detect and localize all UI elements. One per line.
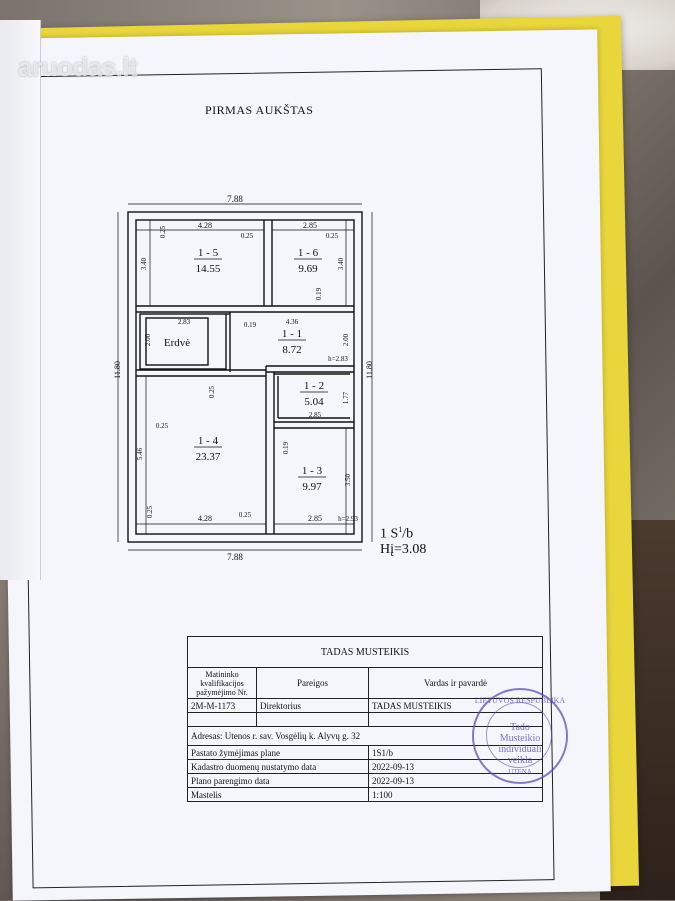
room-12-id: 1 - 2 [304, 380, 324, 392]
dim-top-left: 4.28 [198, 221, 212, 230]
empty-cell [187, 712, 257, 727]
scale-building-suffix: /b [402, 526, 414, 542]
room-15-area: 14.55 [196, 263, 221, 275]
title-block: TADAS MUSTEIKIS Matininko kvalifikacijos… [187, 636, 543, 802]
stamp-line: veikla [507, 755, 533, 766]
dim-wall-i: 0.19 [244, 321, 257, 329]
dim-width-erdve: 2.83 [178, 318, 191, 326]
outer-wall-inner [135, 219, 355, 535]
stamp-line: Musteikio [499, 733, 541, 744]
room-11-id: 1 - 1 [282, 328, 302, 340]
room-erdve-label: Erdvė [164, 337, 190, 349]
stamp-bottom-text: UTENA [508, 768, 532, 776]
row-label: Plano parengimo data [187, 773, 369, 788]
dim-height-14: 5.46 [136, 447, 144, 460]
dim-height-13: h=2.93 [338, 515, 358, 523]
dim-room-height-11: h=2.83 [328, 355, 348, 363]
cert-header: Matininko kvalifikacijos pažymėjimo Nr. [187, 667, 257, 699]
room-13-area: 9.97 [302, 481, 322, 493]
room-11-area: 8.72 [282, 344, 301, 356]
room-12-area: 5.04 [304, 396, 324, 408]
dim-wall-g: 0.25 [239, 511, 252, 519]
dim-top-right: 2.85 [303, 221, 317, 230]
cert-number: 2M-M-1173 [187, 698, 257, 713]
dim-left-total: 11.80 [113, 361, 122, 379]
room-16-area: 9.69 [298, 263, 318, 275]
scale-height: Hį=3.08 [380, 541, 427, 557]
room-15-id: 1 - 5 [198, 247, 219, 259]
outer-wall-outer [127, 211, 363, 543]
position-value: Direktorius [256, 698, 369, 713]
row-label: Mastelis [187, 787, 369, 802]
dim-height-erdve: 2.00 [144, 333, 152, 346]
plan-title: PIRMAS AUKŠTAS [205, 103, 314, 117]
stamp-line: Tado [510, 722, 530, 733]
row-value: 1:100 [368, 787, 543, 802]
dim-height-11: 2.00 [342, 333, 350, 346]
company-name: TADAS MUSTEIKIS [187, 636, 543, 668]
floor-plan: 7.88 7.88 11.80 11.80 4.28 2.85 4.28 2.8… [113, 194, 374, 560]
position-header: Pareigos [256, 667, 369, 699]
dim-wall-b: 0.25 [241, 232, 254, 240]
row-label: Pastato žymėjimas plane [187, 745, 369, 760]
stamp-center-text: Tado Musteikio individuali veikla [474, 722, 566, 766]
dim-height-15: 3.40 [140, 257, 148, 270]
dim-right-total: 11.80 [365, 361, 374, 379]
dim-height-12: 1.77 [342, 391, 350, 404]
official-stamp: LIETUVOS RESPUBLIKA Tado Musteikio indiv… [472, 688, 568, 784]
dim-height-13-side: 3.50 [344, 473, 352, 486]
empty-cell [256, 712, 369, 727]
dim-wall-e: 0.25 [156, 422, 169, 430]
dim-bottom-right: 2.85 [308, 514, 322, 523]
dim-top-total: 7.88 [227, 194, 243, 204]
dim-wall-f: 0.25 [146, 505, 154, 518]
room-16-id: 1 - 6 [298, 247, 319, 259]
row-label: Kadastro duomenų nustatymo data [187, 759, 369, 774]
dim-wall-c: 0.25 [326, 232, 339, 240]
stamp-line: individuali [498, 744, 542, 755]
previous-page-edge [0, 20, 41, 580]
dim-bottom-total: 7.88 [227, 552, 243, 560]
dim-height-16: 3.40 [337, 257, 345, 270]
room-14-id: 1 - 4 [198, 435, 219, 447]
scale-building-code: 1 S [380, 526, 399, 542]
building-scale-label: 1 S1/b Hį=3.08 [380, 522, 426, 557]
watermark-logo: aruodas.lt [18, 52, 138, 82]
dim-wall-j: 0.19 [282, 441, 290, 454]
scale-superscript: 1 [398, 525, 403, 534]
dim-wall-d: 0.25 [208, 385, 216, 398]
dim-width-12: 2.85 [309, 411, 322, 419]
room-13-id: 1 - 3 [302, 465, 323, 477]
dim-wall-h: 0.19 [315, 287, 323, 300]
dim-width-11: 4.36 [286, 318, 299, 326]
dim-wall-a: 0.25 [159, 225, 167, 238]
stamp-top-text: LIETUVOS RESPUBLIKA [474, 696, 566, 705]
room-14-area: 23.37 [196, 451, 221, 463]
dim-bottom-left: 4.28 [198, 514, 212, 523]
stamp-inner-ring [486, 702, 552, 768]
